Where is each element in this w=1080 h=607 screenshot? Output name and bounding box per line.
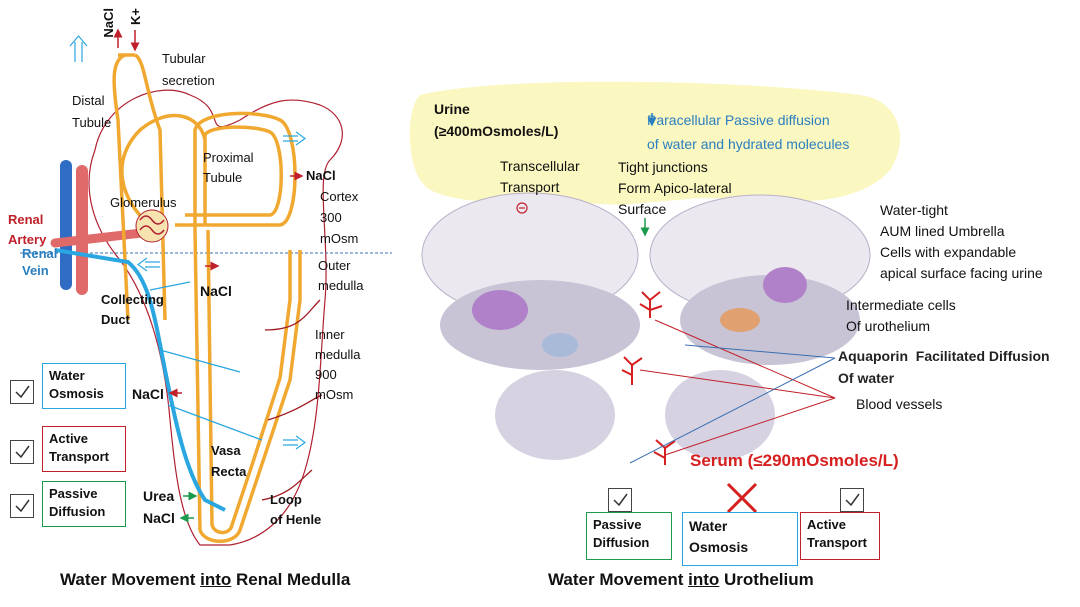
x-mark-icon — [726, 482, 758, 514]
label-blood-vessels: Blood vessels — [856, 396, 943, 412]
label-transcellular: Transcellular Transport — [500, 158, 580, 195]
checkbox-right-passive — [608, 488, 632, 512]
renal-artery-branch — [50, 227, 155, 248]
legend-right-active-transport: Active Transport — [800, 512, 880, 560]
label-loop-of-henle: Loop of Henle — [270, 492, 322, 527]
label-nacl-mid: NaCl — [200, 283, 232, 299]
legend-passive-diffusion: Passive Diffusion — [42, 481, 126, 527]
label-paracellular: Paracellular Passive diffusion of water … — [647, 112, 850, 152]
label-nacl-left: NaCl — [132, 386, 164, 402]
caption-left: Water Movement into Renal Medulla — [60, 570, 351, 589]
label-nacl-bottom: NaCl — [143, 510, 175, 526]
label-water-tight: Water-tight AUM lined Umbrella Cells wit… — [880, 202, 1043, 281]
legend-water-osmosis: Water Osmosis — [42, 363, 126, 409]
blood-vessels-icon — [621, 291, 676, 465]
caption-right: Water Movement into Urothelium — [548, 570, 814, 589]
label-vasa-recta: Vasa Recta — [211, 443, 247, 479]
collecting-duct-tube — [54, 248, 226, 512]
label-nacl-proximal: NaCl — [306, 168, 336, 183]
checkbox-osmosis — [10, 380, 34, 404]
urine-region — [409, 81, 900, 205]
label-urea: Urea — [143, 488, 175, 504]
label-collecting-duct: Collecting Duct — [101, 292, 164, 327]
checkbox-active — [10, 440, 34, 464]
label-urine: Urine (≥400mOsmoles/L) — [434, 101, 559, 139]
renal-artery-vessel — [76, 165, 88, 295]
label-intermediate-cells: Intermediate cells Of urothelium — [846, 297, 956, 334]
label-inner-medulla: Inner medulla 900 mOsm — [315, 327, 361, 402]
legend-right-passive-diffusion: Passive Diffusion — [586, 512, 672, 560]
label-nacl-top: NaCl — [101, 8, 116, 38]
label-k-top: K+ — [128, 8, 143, 25]
pointer-lines — [629, 319, 836, 464]
label-cortex: Cortex 300 mOsm — [320, 189, 359, 246]
label-tubular-secretion: Tubular secretion — [162, 51, 215, 88]
label-tight-junctions: Tight junctions Form Apico-lateral Surfa… — [618, 159, 732, 217]
arrows-left — [69, 28, 307, 523]
label-serum: Serum (≤290mOsmoles/L) — [690, 451, 899, 470]
glomerulus-icon — [135, 209, 169, 243]
transcellular-block-icon — [516, 202, 528, 214]
label-proximal-tubule: Proximal Tubule — [203, 150, 254, 185]
label-renal-vein: Renal Vein — [22, 246, 58, 278]
urothelium-cells — [421, 192, 871, 460]
label-aquaporin: Aquaporin Facilitated Diffusion Of water — [838, 348, 1050, 386]
vasa-recta-vessels — [261, 299, 323, 501]
renal-vein-vessel — [60, 160, 72, 290]
kidney-outline — [88, 89, 343, 546]
legend-active-transport: Active Transport — [42, 426, 126, 472]
checkbox-passive — [10, 494, 34, 518]
label-renal-artery: Renal Artery — [8, 212, 47, 247]
legend-right-water-osmosis: Water Osmosis — [682, 512, 798, 566]
nephron-tubules — [112, 53, 302, 543]
checkbox-right-active — [840, 488, 864, 512]
label-distal-tubule: Distal Tubule — [72, 93, 112, 130]
label-glomerulus: Glomerulus — [110, 195, 177, 210]
label-outer-medulla: Outer medulla — [318, 258, 364, 293]
